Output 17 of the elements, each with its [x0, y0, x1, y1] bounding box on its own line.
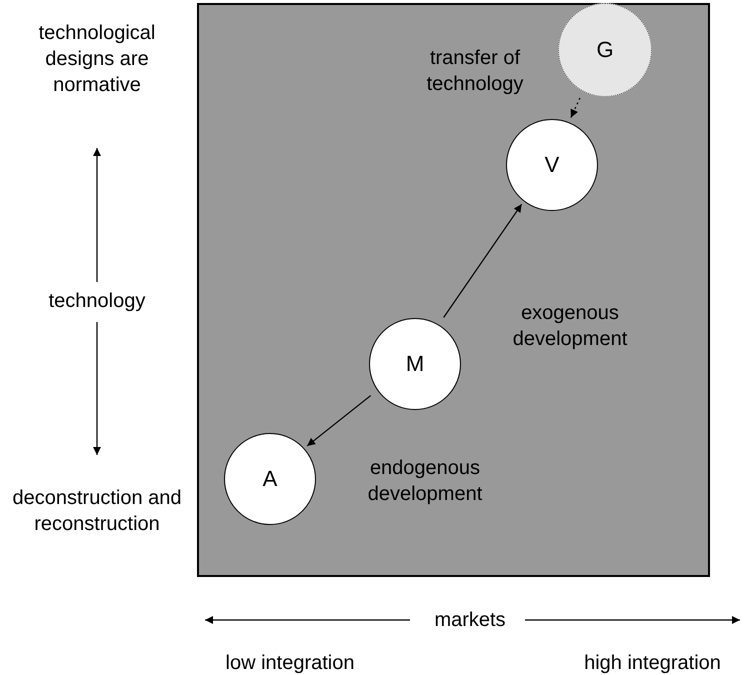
- arrow: [443, 204, 522, 318]
- letter-circle: A: [224, 433, 316, 525]
- arrow: [570, 98, 581, 118]
- axis-label: technological designs are normative: [38, 21, 156, 98]
- arrow: [306, 395, 372, 446]
- edge-label: exogenous development: [512, 301, 628, 352]
- axis-label: high integration: [583, 651, 722, 675]
- chart-panel: [197, 3, 710, 577]
- letter-circle: M: [369, 318, 461, 410]
- edge-label: transfer of technology: [426, 46, 524, 97]
- axis-label: low integration: [224, 651, 356, 675]
- axis-label: technology: [48, 289, 146, 314]
- edge-label: endogenous development: [366, 456, 484, 507]
- letter-circle: V: [506, 119, 598, 211]
- axis-label: deconstruction and reconstruction: [11, 486, 182, 537]
- letter-circle: G: [558, 3, 652, 97]
- axis-label: markets: [433, 608, 507, 633]
